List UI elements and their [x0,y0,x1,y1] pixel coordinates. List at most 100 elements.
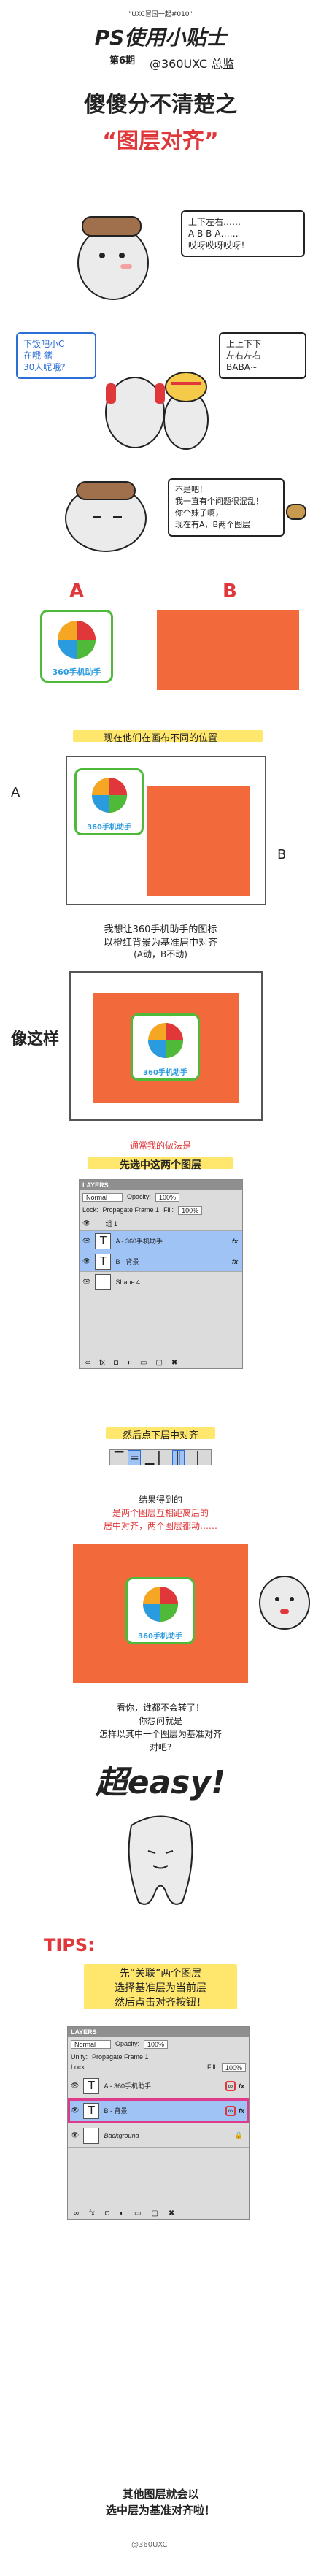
propagate-checkbox[interactable]: Propagate Frame 1 [92,2053,149,2061]
align-bottom-icon[interactable]: ▁ [144,1450,155,1465]
eye-icon[interactable]: 👁 [71,2107,80,2114]
new-layer-icon[interactable]: ▢ [155,1359,163,1367]
select-band [88,1157,233,1169]
fill-field[interactable]: 100% [221,2063,246,2072]
layer-row-background[interactable]: 👁 Background 🔒 [68,2123,249,2148]
result-line3: 居中对齐，两个图层都动…… [103,1521,217,1531]
headline: 傻傻分不清楚之 [84,92,237,118]
adjust-icon[interactable]: ◐ [126,1359,132,1367]
layer-row-a[interactable]: 👁 T A - 360手机助手 fx [80,1231,242,1251]
folder-icon[interactable]: ▭ [140,1359,147,1367]
fx-icon[interactable]: fx [238,2107,244,2115]
tips-line3: 然后点击对齐按钮！ [115,1997,206,2009]
trash-icon[interactable]: ✖ [168,2209,175,2217]
link-icon[interactable]: ∞ [74,2209,80,2217]
canvas-before: 360手机助手 [66,756,266,905]
layer-row-b[interactable]: 👁 T B - 背景 ∞ fx [68,2098,249,2123]
result-line1: 结果得到的 [138,1495,182,1505]
layers-tab[interactable]: LAYERS [68,2027,249,2037]
layers-tab[interactable]: LAYERS [80,1180,242,1190]
adjust-icon[interactable]: ◐ [119,2209,125,2217]
eye-icon[interactable]: 👁 [82,1237,91,1244]
desc-line1: 我想让360手机助手的图标 [104,924,217,935]
credit: @360UXC [131,2541,168,2549]
caption-band [73,730,263,742]
fx-icon[interactable]: fx [238,2082,244,2090]
fx-icon[interactable]: fx [231,1237,238,1245]
lock-icon: 🔒 [234,2131,243,2139]
propagate-checkbox[interactable]: Propagate Frame 1 [102,1206,160,1214]
fx-icon[interactable]: fx [231,1257,238,1265]
link-icon[interactable]: ∞ [85,1359,91,1367]
layer-name: Background [104,2131,139,2139]
fx-menu-icon[interactable]: fx [89,2209,95,2217]
logo-text: 360手机助手 [143,1069,187,1077]
fill-field[interactable]: 100% [178,1206,203,1215]
opacity-field[interactable]: 100% [144,2040,169,2049]
text-layer-icon: T [83,2077,100,2094]
align-right-icon[interactable]: ▕ [189,1450,198,1465]
blend-mode-select[interactable]: Normal [71,2040,112,2049]
pinwheel-icon [143,1587,178,1622]
character-sack-boy [77,216,149,300]
eye-icon[interactable]: 👁 [71,2082,80,2089]
mask-icon[interactable]: ◘ [104,2209,109,2217]
footer-line2: 选中层为基准对齐啦！ [105,2504,215,2517]
footer-line1: 其他图层就会以 [122,2488,199,2501]
eye-icon[interactable]: 👁 [82,1278,91,1285]
question-line1: 看你，谁都不会转了！ [116,1703,204,1713]
layer-row-b[interactable]: 👁 T B - 背景 fx [80,1251,242,1272]
character-peeking [259,1576,310,1630]
pinwheel-icon [58,621,96,659]
eye-icon[interactable]: 👁 [82,1219,91,1227]
layer-b-rect [157,610,299,690]
speech-bubble: 不是吧！ 我一直有个问题很混乱！ 你个妹子啊， 现在有A，B两个图层 [168,478,285,537]
pinwheel-icon [92,778,127,813]
fill-label: Fill: [163,1206,174,1214]
question-line3: 怎样以其中一个图层为基准对齐 [98,1729,222,1739]
trash-icon[interactable]: ✖ [171,1359,178,1367]
eye-icon[interactable]: 👁 [82,1257,91,1265]
character-group [105,372,209,450]
layer-name: A - 360手机助手 [104,2082,151,2090]
canvas-before-logo: 360手机助手 [74,768,144,835]
link-icon[interactable]: ∞ [225,2080,236,2091]
lock-label: Lock: [71,2063,87,2071]
fx-menu-icon[interactable]: fx [99,1359,105,1367]
canvas-after: 360手机助手 [69,971,263,1121]
mask-icon[interactable]: ◘ [113,1359,118,1367]
tips-title: TIPS: [44,1935,95,1955]
align-left-icon[interactable]: ▏ [158,1450,168,1465]
folder-icon[interactable]: ▭ [134,2209,142,2217]
align-hcenter-icon[interactable]: ║ [171,1449,185,1465]
speech-bubble-left: 下饭吧小C 在哦 猪 30人呢哦? [16,332,96,379]
background-thumb [83,2127,100,2144]
layer-a-logo: 360手机助手 [40,610,113,683]
opacity-field[interactable]: 100% [155,1193,180,1202]
blend-mode-select[interactable]: Normal [82,1193,123,1202]
layer-group-row[interactable]: 👁 组 1 [80,1216,242,1231]
text-layer-icon: T [83,2102,100,2119]
series-label: "UXC冒国一起#010" [128,11,193,18]
like-this-label: 像这样 [11,1030,60,1049]
habit-caption: 通常我的做法是 [129,1141,191,1151]
opacity-label: Opacity: [115,2040,140,2047]
potato-icon [286,504,306,520]
text-layer-icon: T [95,1253,112,1270]
layer-row-a[interactable]: 👁 T A - 360手机助手 ∞ fx [68,2074,249,2098]
lock-label: Lock: [82,1206,98,1214]
logo-text: 360手机助手 [52,667,101,677]
pointer-b: B [277,847,287,862]
eye-icon[interactable]: 👁 [71,2131,80,2139]
layer-row-shape[interactable]: 👁 Shape 4 [80,1272,242,1292]
layers-panel-linked: LAYERS Normal Opacity: 100% Unify: Propa… [67,2026,250,2220]
shape-thumb [95,1273,112,1290]
new-layer-icon[interactable]: ▢ [151,2209,158,2217]
pointer-a: A [11,785,20,800]
align-top-icon[interactable]: ▔ [115,1450,124,1465]
layer-name: A - 360手机助手 [115,1238,163,1245]
link-icon[interactable]: ∞ [225,2105,236,2116]
align-caption: 然后点下居中对齐 [122,1430,198,1441]
align-vcenter-icon[interactable]: ═ [128,1449,141,1465]
